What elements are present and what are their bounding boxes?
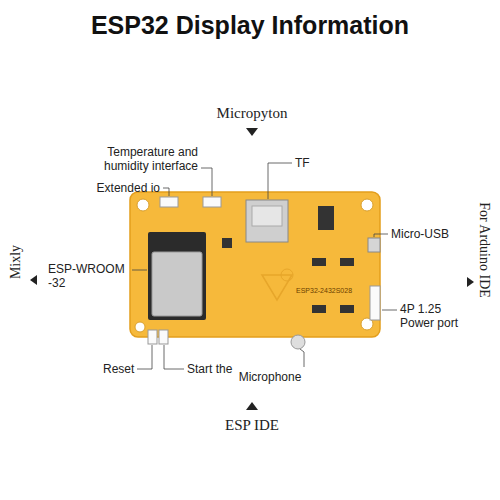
arrow-triangle: [467, 277, 474, 287]
platform-label: ESP IDE: [225, 416, 279, 434]
module-shield: [152, 252, 202, 316]
chip: [312, 305, 326, 313]
sensor-connector: [203, 197, 221, 207]
logo-mark: [262, 275, 292, 300]
leader-line: [374, 234, 388, 237]
arrow-triangle: [246, 128, 258, 136]
arrow-triangle: [30, 275, 37, 285]
chip: [222, 238, 232, 248]
board-silkscreen: ESP32-2432S028: [296, 287, 352, 295]
esp-module: [148, 232, 206, 320]
part-label: Extended io: [97, 181, 160, 195]
mount-hole: [135, 322, 145, 332]
leader-line: [163, 188, 169, 196]
logo-mark: [281, 269, 293, 281]
micro-usb-port: [368, 238, 380, 252]
page-title: ESP32 Display Information: [91, 10, 409, 40]
leader-lines: [132, 163, 397, 369]
part-label: Temperature and humidity interface: [86, 145, 198, 174]
boot-button: [159, 330, 168, 344]
leader-line: [137, 345, 152, 369]
chip: [318, 206, 334, 230]
part-label: Reset: [103, 362, 134, 376]
arrow-triangle: [246, 402, 258, 410]
mount-hole: [137, 199, 149, 211]
part-label: Microphone: [239, 370, 302, 384]
tf-slot: [246, 200, 288, 242]
microphone: [291, 335, 305, 349]
pcb-board: [130, 192, 380, 337]
platform-label: Mixly: [8, 245, 25, 279]
part-label: Micro-USB: [391, 227, 449, 241]
part-label: Start the: [187, 362, 232, 376]
leader-line: [164, 345, 184, 369]
tf-card: [252, 206, 282, 226]
part-label: 4P 1.25 Power port: [400, 302, 478, 331]
platform-label: Micropyton: [217, 104, 288, 122]
leader-line: [132, 270, 147, 271]
part-label: TF: [295, 156, 310, 170]
mount-hole: [361, 199, 373, 211]
part-label: ESP-WROOM -32: [48, 262, 128, 291]
platform-label: For Arduino IDE: [476, 202, 493, 298]
leader-line: [268, 163, 292, 199]
chip: [340, 258, 354, 266]
chip: [312, 258, 326, 266]
leader-line: [382, 310, 397, 311]
leader-line: [201, 168, 212, 196]
leader-line: [300, 349, 304, 367]
chip: [340, 305, 354, 313]
reset-button: [148, 330, 157, 344]
power-port: [370, 286, 380, 320]
extended-io-connector: [160, 197, 178, 207]
